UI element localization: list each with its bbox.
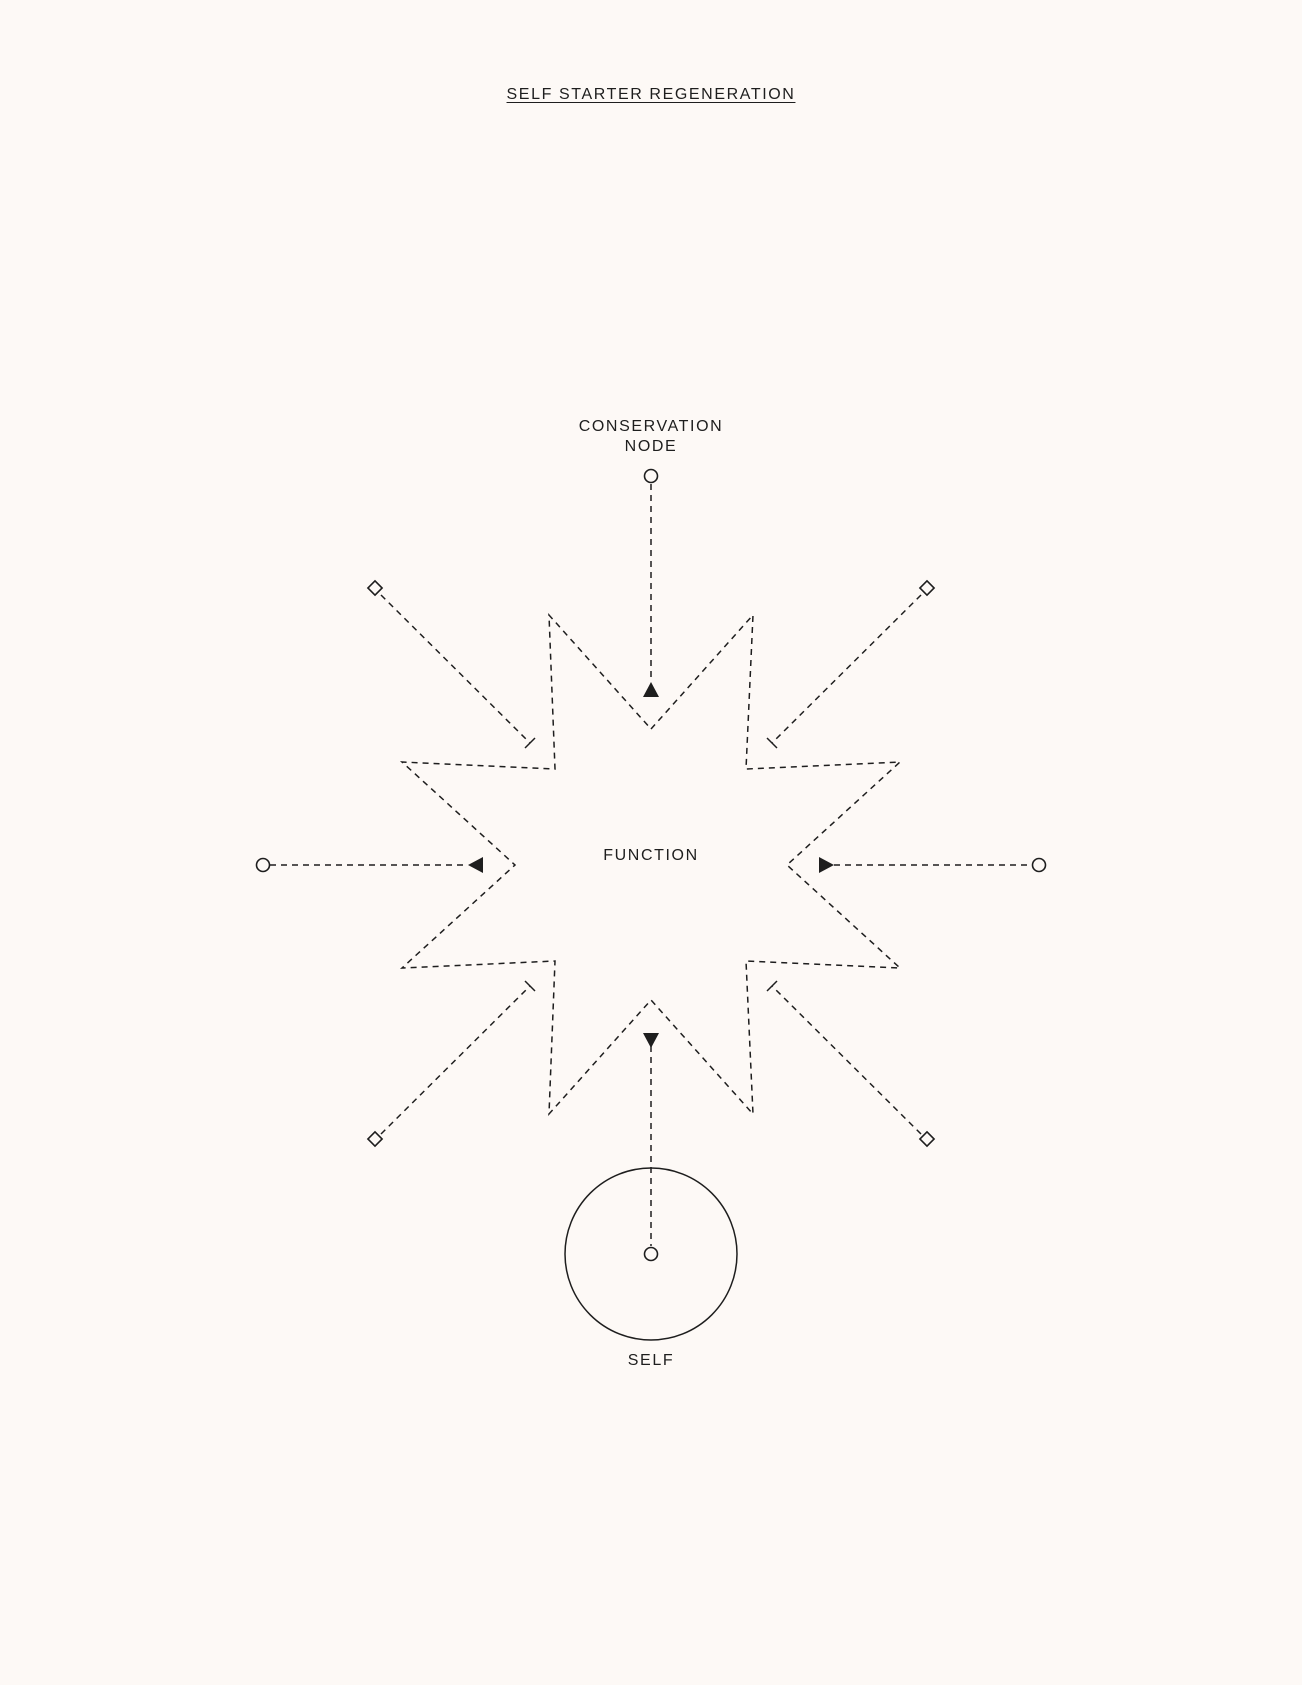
arrow-left-icon bbox=[468, 857, 483, 873]
left-node-circle-icon bbox=[255, 857, 271, 873]
connector-bottom-left bbox=[380, 985, 531, 1135]
top-left-diamond-icon bbox=[366, 579, 384, 597]
t-bar-end-bottom-right-icon bbox=[766, 980, 778, 992]
self-label: SELF bbox=[627, 1352, 675, 1369]
right-node-circle-icon bbox=[1031, 857, 1047, 873]
self-center-node-icon bbox=[643, 1246, 659, 1262]
t-bar-end-top-left-icon bbox=[524, 737, 536, 749]
connector-top-left bbox=[380, 594, 531, 744]
self-circle bbox=[564, 1167, 738, 1341]
t-bar-end-bottom-left-icon bbox=[524, 980, 536, 992]
conservation-node-circle-icon bbox=[643, 468, 659, 484]
conservation-node-label: CONSERVATION NODE bbox=[578, 418, 724, 455]
connector-top-right bbox=[771, 594, 922, 744]
arrow-up-icon bbox=[643, 682, 659, 697]
arrow-down-icon bbox=[643, 1033, 659, 1048]
bottom-left-diamond-icon bbox=[366, 1130, 384, 1148]
bottom-right-diamond-icon bbox=[918, 1130, 936, 1148]
connector-bottom-right bbox=[771, 985, 922, 1135]
diagram-title: SELF STARTER REGENERATION bbox=[506, 86, 796, 103]
top-right-diamond-icon bbox=[918, 579, 936, 597]
function-star-outline bbox=[399, 612, 903, 1117]
t-bar-end-top-right-icon bbox=[766, 737, 778, 749]
function-label: FUNCTION bbox=[603, 847, 699, 864]
arrow-right-icon bbox=[819, 857, 834, 873]
